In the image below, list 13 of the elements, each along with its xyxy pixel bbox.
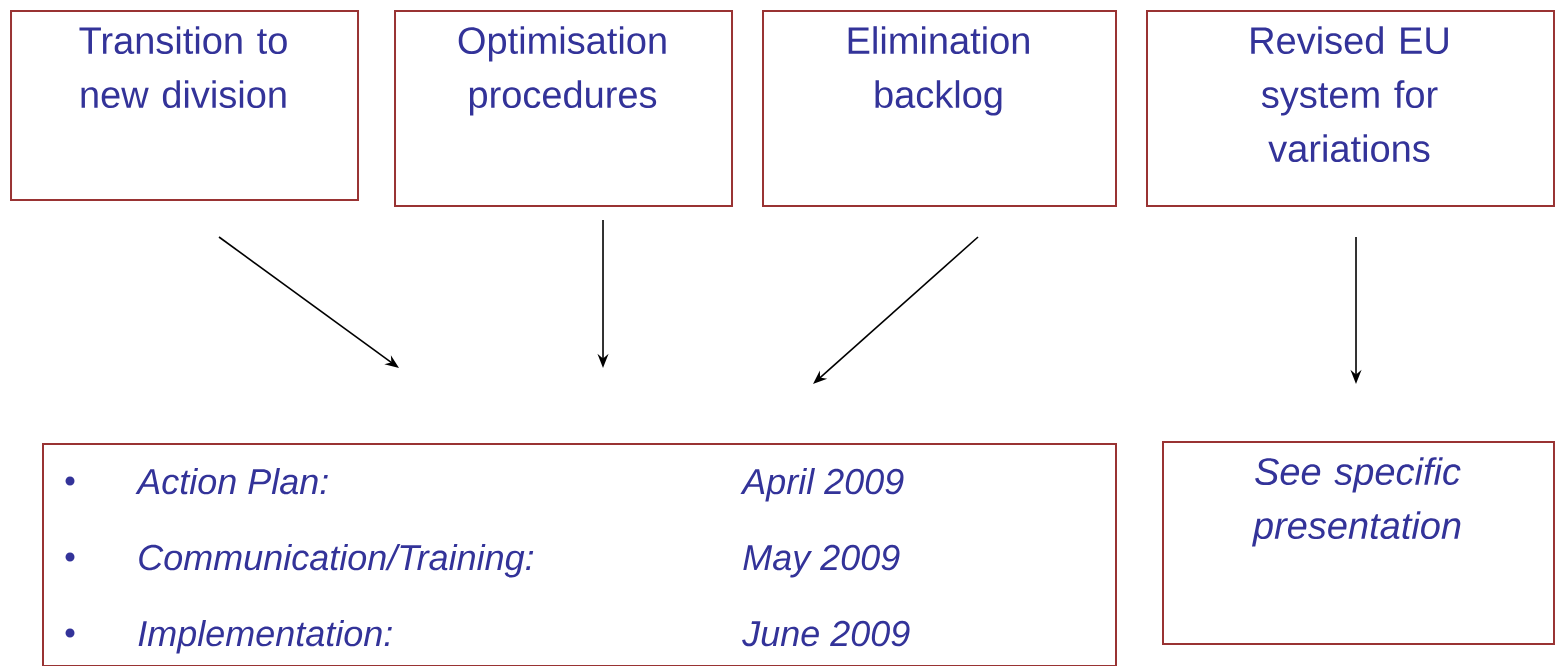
label-box: Transition to new division: [10, 10, 359, 201]
date-label: April 2009: [740, 467, 904, 502]
step-label: Action Plan:: [135, 467, 328, 495]
step-label: Communication/Training:: [139, 543, 534, 578]
date-label: May 2009: [743, 544, 900, 578]
date-label: June 2009: [742, 620, 910, 647]
label-box: See specific presentation: [1162, 441, 1555, 645]
label-box: Optimisation procedures: [394, 10, 733, 207]
arrow: [218, 236, 399, 368]
arrow: [813, 236, 979, 384]
label-box: Elimination backlog: [762, 10, 1117, 207]
step-label: Implementation:: [138, 619, 392, 654]
label-box: Revised EU system for variations: [1146, 10, 1555, 207]
